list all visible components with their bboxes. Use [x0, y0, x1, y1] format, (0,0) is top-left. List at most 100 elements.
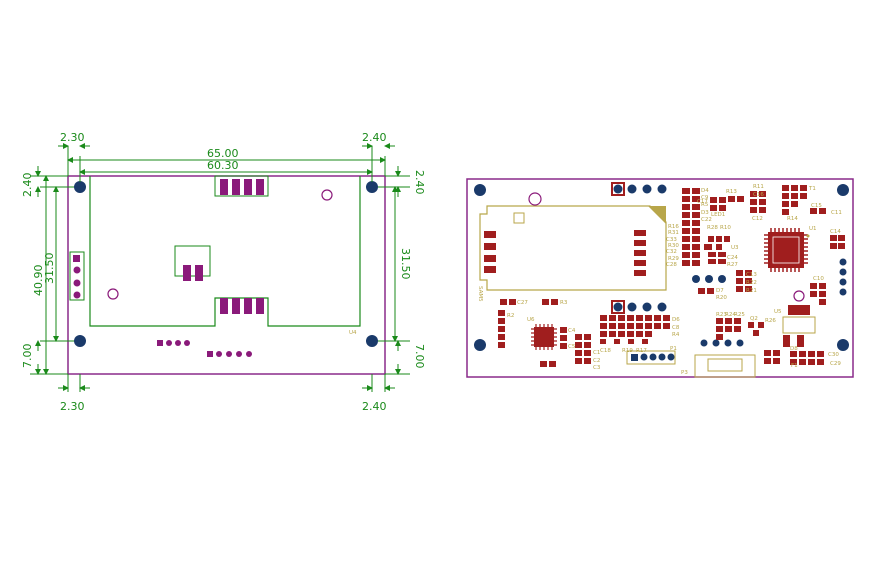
- left-board-outline: [67, 175, 386, 375]
- label-r21: R21: [746, 288, 757, 294]
- label-c2: C2: [593, 358, 600, 364]
- label-c9: C9: [701, 195, 709, 201]
- label-c27: C27: [517, 300, 528, 306]
- left-header-outline: [69, 251, 85, 301]
- label-c28: C28: [666, 262, 677, 268]
- label-c32: C32: [666, 249, 677, 255]
- label-c17: C17: [697, 199, 708, 205]
- label-r30: R30: [668, 243, 679, 249]
- center-pad-1: [183, 265, 191, 281]
- p1-header-outline: [626, 350, 676, 365]
- top-header-pads-right: [613, 184, 667, 312]
- middle-passive-grid: [600, 315, 670, 344]
- fiducial-top: [321, 189, 333, 201]
- label-d4: D4: [701, 188, 709, 194]
- dim-left-top-margin: 2.40: [21, 173, 34, 198]
- sd-card-corner-mark: [648, 206, 666, 224]
- label-u6: U6: [527, 317, 535, 323]
- label-r5: R5: [701, 202, 709, 208]
- dim-left-bottom-margin: 7.00: [21, 344, 34, 369]
- right-edge-header: [839, 258, 847, 296]
- label-led1: LED1: [711, 212, 725, 218]
- u1-qfp: [764, 228, 810, 272]
- label-c16: C16: [753, 192, 764, 198]
- label-c10: C10: [813, 276, 824, 282]
- top-connector-pads: [220, 179, 264, 195]
- label-c1: C1: [593, 350, 600, 356]
- label-c8: C8: [672, 325, 680, 331]
- dim-top-left-offset: 2.30: [60, 131, 85, 144]
- label-c12: C12: [752, 216, 763, 222]
- label-r3: R3: [560, 300, 568, 306]
- label-q2: Q2: [750, 316, 758, 322]
- label-p3: P3: [681, 370, 688, 376]
- label-c15: C15: [811, 203, 822, 209]
- label-p1: P1: [670, 346, 677, 352]
- fiducial-right-top: [528, 192, 542, 206]
- right-pcb-layout: D4 C9 R5 D3 C22 R13 LED1 R11 C16 T1 C12 …: [466, 178, 854, 378]
- label-c11: C11: [831, 210, 842, 216]
- dim-top-right-offset: 2.40: [362, 131, 387, 144]
- p3-pins: [700, 339, 744, 347]
- u3-area: [698, 236, 752, 294]
- bottom-connector-pads: [220, 298, 264, 314]
- label-c29: C29: [830, 361, 841, 367]
- top-header-pad-rings: [611, 182, 625, 314]
- dim-right-top-margin: 2.40: [413, 170, 426, 195]
- label-r23: R23: [716, 312, 727, 318]
- label-r17: R17: [636, 348, 647, 354]
- label-r14: R14: [787, 216, 798, 222]
- left-board-drawing: U4: [21, 131, 426, 413]
- dim-bottom-left-offset: 2.30: [60, 400, 85, 413]
- label-r28: R28: [707, 225, 718, 231]
- label-r29: R29: [668, 256, 679, 262]
- label-d3: D3: [701, 210, 709, 216]
- right-edge-pads: [810, 235, 845, 305]
- label-t1: T1: [808, 186, 816, 192]
- dim-left-inner-height: 31.50: [43, 253, 56, 285]
- label-sam: SAM5: [477, 286, 483, 302]
- right-board-outline: [466, 178, 854, 378]
- bottom-pin-row-1: [157, 340, 190, 346]
- label-c33: C33: [666, 237, 677, 243]
- module-label: U4: [349, 330, 357, 336]
- fiducial-right-mid: [793, 290, 805, 302]
- dim-overall-width: 65.00: [207, 147, 239, 160]
- u5-outline: [782, 316, 816, 334]
- center-component-outline: [174, 245, 211, 277]
- sd-card-outline: [479, 205, 667, 291]
- label-r4: R4: [672, 332, 680, 338]
- u6-leads: [531, 324, 557, 350]
- p1-header-pins: [631, 353, 675, 361]
- dim-right-bottom-margin: 7.00: [413, 344, 426, 369]
- p3-connector-inner: [707, 358, 743, 372]
- label-c22: C22: [701, 217, 712, 223]
- dim-right-inner-height: 31.50: [399, 248, 412, 280]
- display-module-outline: [89, 176, 361, 327]
- label-f1: F1: [791, 363, 798, 369]
- label-u3: U3: [731, 245, 739, 251]
- label-c4: C4: [568, 328, 576, 334]
- fiducial-left: [107, 288, 119, 300]
- lower-left-cluster: [498, 299, 591, 367]
- sd-silk-box: [513, 212, 525, 224]
- label-r20: R20: [716, 295, 727, 301]
- label-d8: D8: [790, 346, 798, 352]
- dim-bottom-right-offset: 2.40: [362, 400, 387, 413]
- label-r22: R22: [746, 280, 757, 286]
- mounting-holes-right: [474, 184, 849, 351]
- label-r26: R26: [765, 318, 776, 324]
- label-u5: U5: [774, 309, 782, 315]
- label-r25: R25: [734, 312, 745, 318]
- label-c30: C30: [828, 352, 839, 358]
- label-r31: R31: [668, 230, 679, 236]
- left-header-pins: [73, 255, 81, 299]
- dim-left-overall-height: 40.90: [32, 265, 45, 297]
- label-c24: C24: [727, 255, 738, 261]
- label-r27: R27: [727, 262, 738, 268]
- center-pad-2: [195, 265, 203, 281]
- label-c18: C18: [600, 348, 611, 354]
- passive-column: [682, 188, 700, 266]
- label-u1: U1: [809, 226, 817, 232]
